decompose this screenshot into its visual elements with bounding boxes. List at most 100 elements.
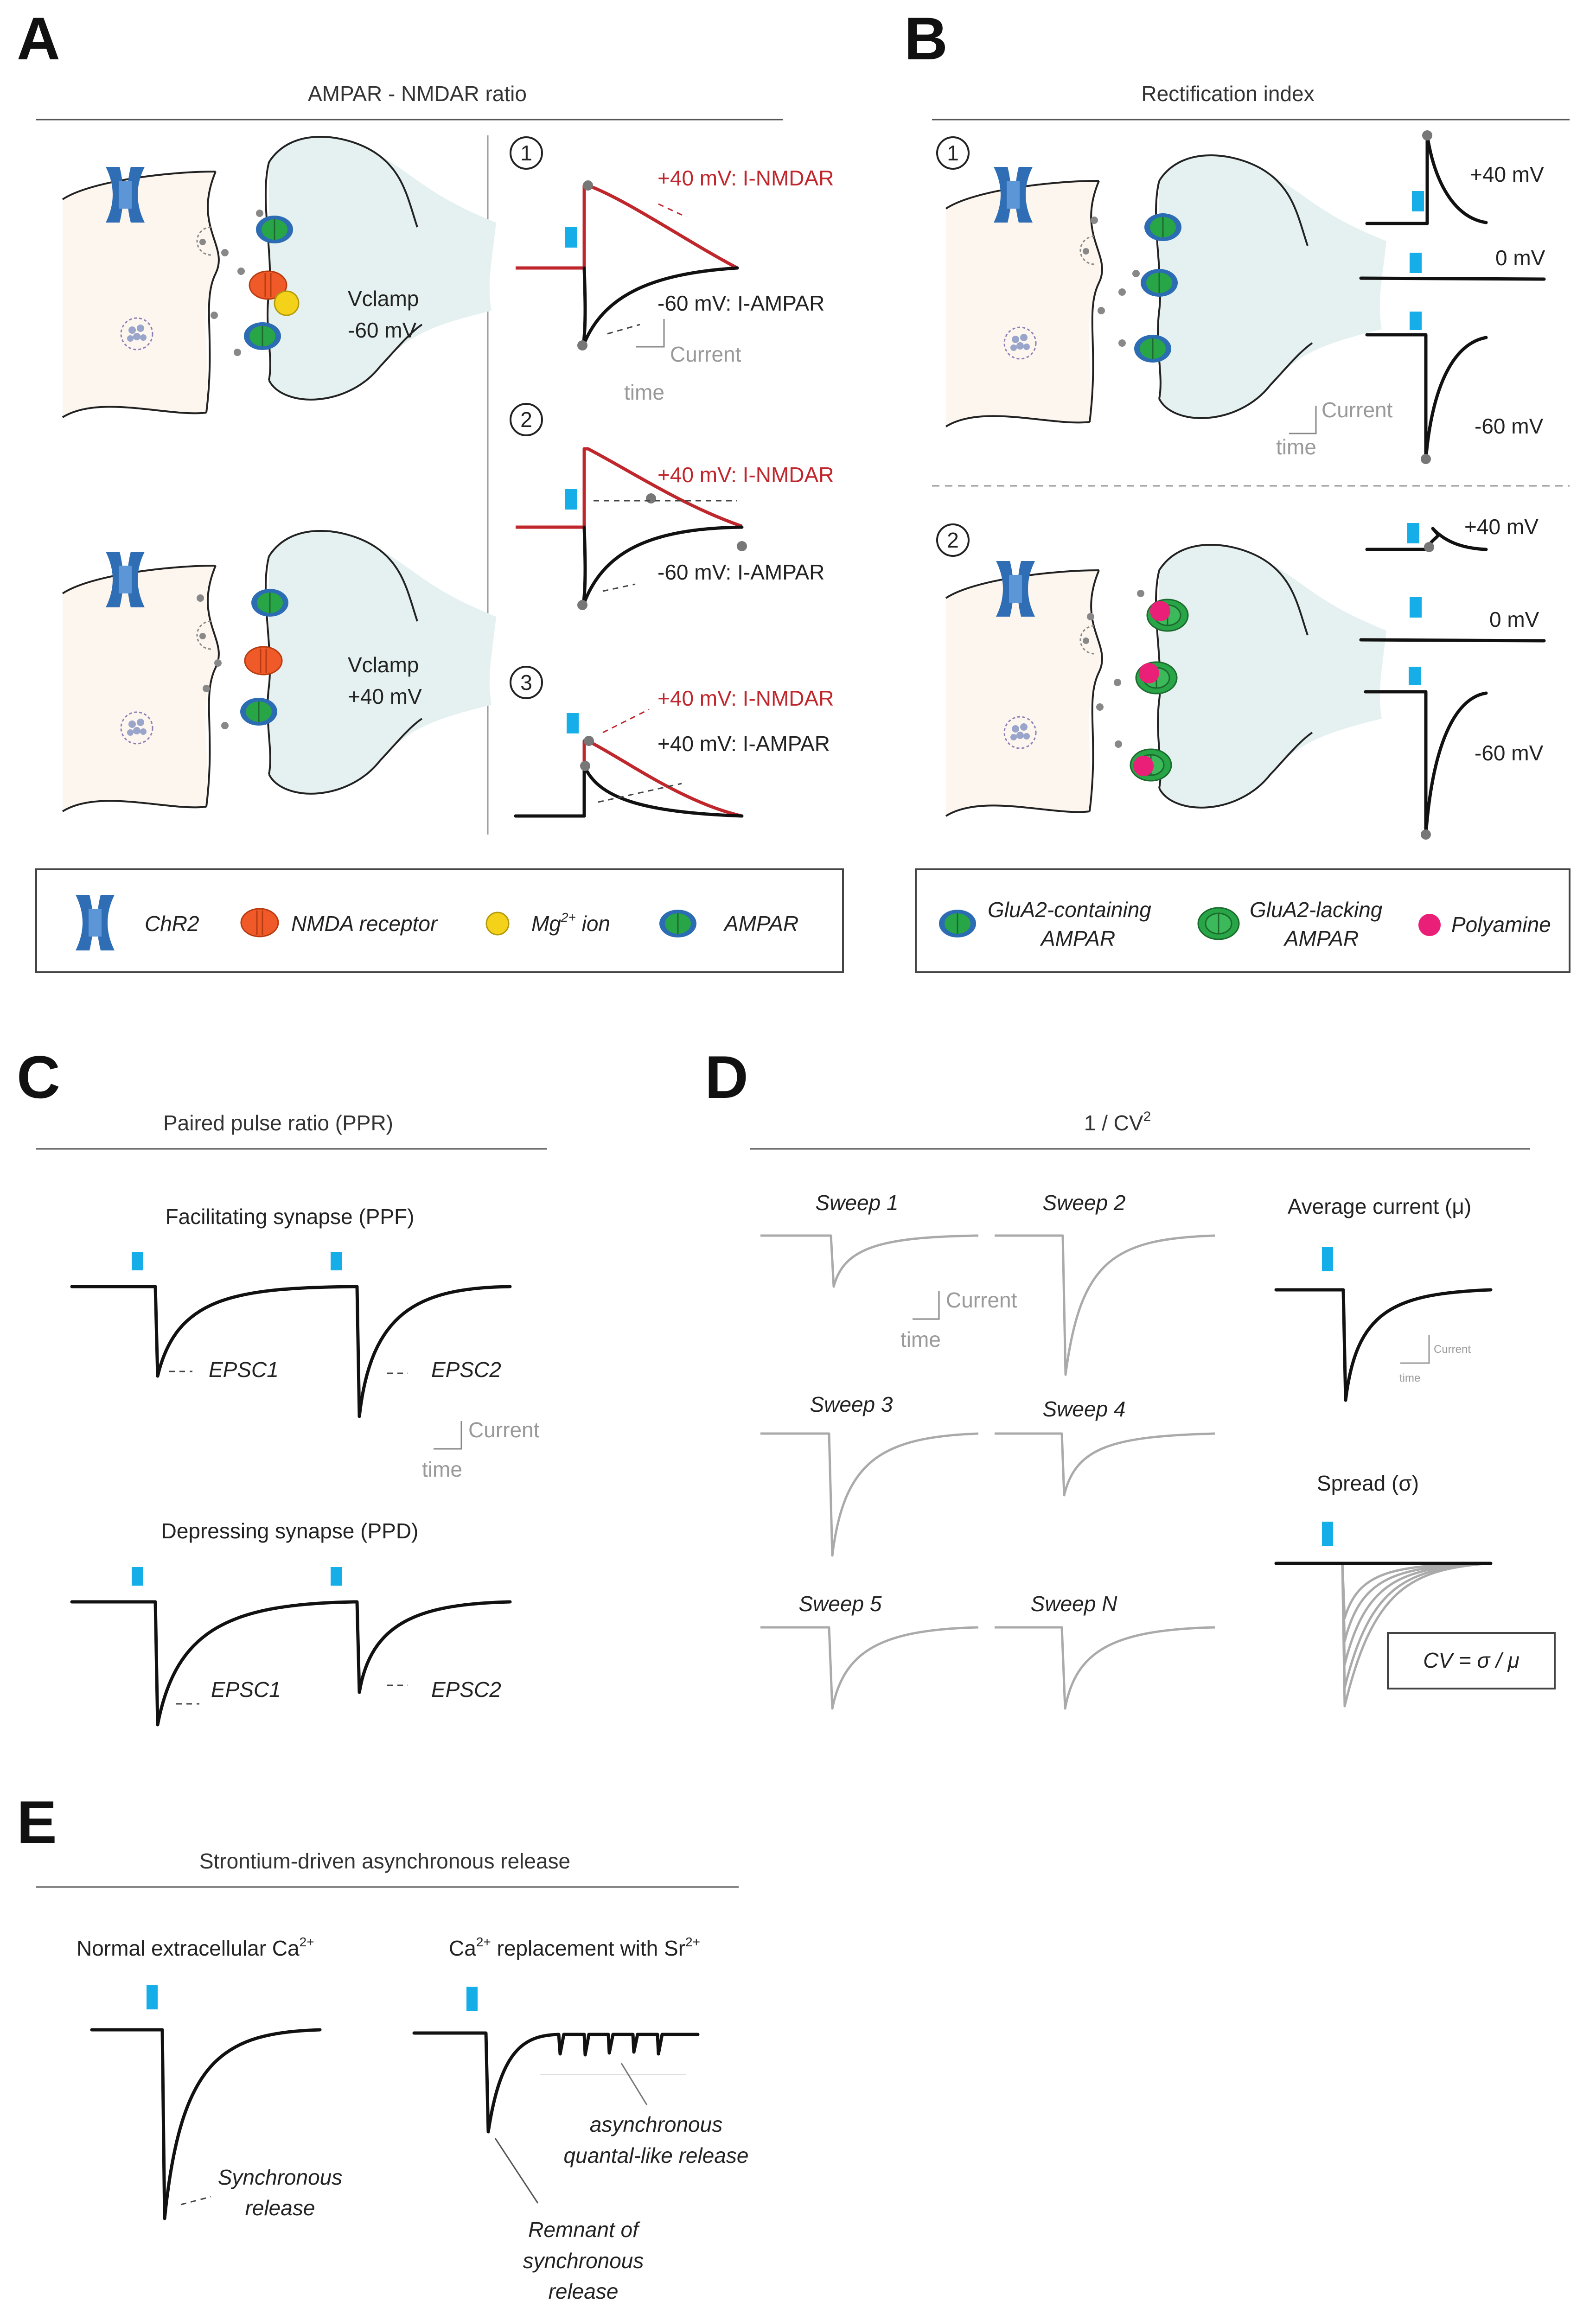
step-2-number: 2 [947,528,959,552]
sweep-3-label: Sweep 3 [810,1392,893,1416]
mg-ion-icon [274,290,300,316]
remnant-label-1: Remnant of [528,2218,640,2242]
spread-label: Spread (σ) [1317,1471,1419,1495]
trace-minus60 [1365,333,1488,461]
light-pulse [466,1987,478,2011]
scale-current-label: Current [1321,398,1393,422]
light-pulse [565,489,577,510]
sweep-2-trace [995,1234,1215,1376]
legend-glua2-lacking-1: GluA2-lacking [1250,898,1383,922]
panel-a-step-2: 2 +40 mV: I-NMDAR -60 mV: I-AMPAR [510,403,834,610]
sweep-4-trace [995,1432,1215,1497]
polyamine-icon [1150,601,1170,621]
ampar-trace [581,525,744,607]
synchronous-trace [90,2028,322,2220]
vclamp-label-1: Vclamp [348,287,419,311]
light-pulse [1412,191,1424,211]
trace-minus60 [1364,690,1488,836]
ampar-label: -60 mV: I-AMPAR [658,291,824,315]
normal-calcium-trace: Normal extracellular Ca2+ Synchronous re… [77,1935,342,2220]
sweep-4-label: Sweep 4 [1042,1397,1125,1421]
legend-glua2-containing-1: GluA2-containing [988,898,1151,922]
panel-b-cell-diagram-2: 2 [936,523,1387,817]
ampar-icon [250,588,289,618]
panel-b: B Rectification index 1 Current time +40… [904,5,1570,973]
polyamine-icon [1133,756,1154,776]
remnant-leader-line [494,2138,539,2204]
facilitating-label: Facilitating synapse (PPF) [166,1205,415,1229]
panel-d-letter: D [705,1043,748,1111]
ampar-icon [1133,334,1172,363]
sync-label-2: release [245,2196,315,2220]
epsc2-label: EPSC2 [431,1358,501,1382]
panel-b-cell-diagram-1: 1 Current time [936,136,1393,459]
light-pulse [1410,253,1422,273]
spread: Spread (σ) CV = σ / μ [1274,1471,1556,1708]
panel-b-title: Rectification index [1141,82,1314,106]
cv-formula-box [1387,1632,1556,1689]
panel-d-title: 1 / CV2 [1084,1109,1151,1135]
light-pulse [331,1567,342,1586]
light-pulse [1410,312,1422,330]
nmda-receptor-icon [240,908,279,937]
panel-a-legend: ChR2 NMDA receptor Mg2+ ion AMPAR [35,868,844,973]
ampar-icon [658,909,697,938]
ampar-trace [514,764,744,818]
ampar-icon [243,321,282,351]
panel-c: C Paired pulse ratio (PPR) Facilitating … [17,1043,547,1727]
glua2-containing-icon [938,909,977,938]
polyamine-icon [1139,663,1159,683]
panel-c-letter: C [17,1043,60,1111]
scale-current-label: Current [670,342,741,366]
light-pulse [132,1252,143,1270]
trace-plus40 [1365,134,1488,225]
average-trace [1274,1288,1493,1402]
async-leader-line [620,2063,648,2105]
light-pulse [1407,523,1419,543]
peak-marker [583,180,593,191]
peak-marker [1421,829,1431,840]
sweep-1-label: Sweep 1 [815,1191,898,1215]
depressing-label: Depressing synapse (PPD) [161,1519,419,1543]
sweep-3-trace [760,1432,979,1557]
nmdar-label: +40 mV: I-NMDAR [658,166,834,190]
facilitating-synapse-trace: Facilitating synapse (PPF) EPSC1 EPSC2 C… [70,1205,540,1481]
remnant-label-2: synchronous [523,2249,644,2273]
peak-marker [577,340,587,351]
scale-bar [434,1421,462,1450]
panel-e-letter: E [17,1788,57,1856]
legend-glua2-containing-2: AMPAR [1040,926,1115,950]
scale-current-label: Current [946,1288,1017,1312]
async-label-2: quantal-like release [564,2143,749,2167]
step-1-number: 1 [520,141,532,165]
async-label-1: asynchronous [590,2112,722,2136]
light-pulse [147,1985,158,2009]
ampar-icon [1143,212,1182,242]
panel-c-title: Paired pulse ratio (PPR) [163,1111,393,1135]
ampar-icon [255,215,294,244]
light-pulse [1322,1247,1333,1271]
panel-b-letter: B [904,5,948,72]
sync-label-1: Synchronous [218,2165,343,2189]
panel-a-cell-diagram-2: Vclamp +40 mV [62,530,497,812]
ppf-trace [70,1285,512,1418]
voltage-plus40: +40 mV [1470,162,1544,186]
scale-time-label: time [624,380,664,404]
chr2-icon [76,895,115,950]
peak-marker [577,600,587,610]
sweep-2-label: Sweep 2 [1042,1191,1125,1215]
scale-bar [1400,1335,1430,1364]
panel-a-title: AMPAR - NMDAR ratio [308,82,527,106]
voltage-minus60: -60 mV [1475,741,1544,765]
peak-marker [646,493,656,504]
step-1-number: 1 [947,141,959,165]
light-pulse [1409,667,1421,685]
sweeps-group: Sweep 1 Sweep 2 Current time Sweep 3 Swe… [760,1191,1215,1710]
panel-b-legend: GluA2-containing AMPAR GluA2-lacking AMP… [915,868,1570,973]
sweep-5-trace [760,1626,979,1710]
sweep-n-trace [995,1626,1215,1710]
scale-time-small: time [1399,1372,1420,1384]
trace-0mv [1359,638,1546,643]
step-3-number: 3 [520,670,532,695]
ampar-icon [1140,268,1179,298]
